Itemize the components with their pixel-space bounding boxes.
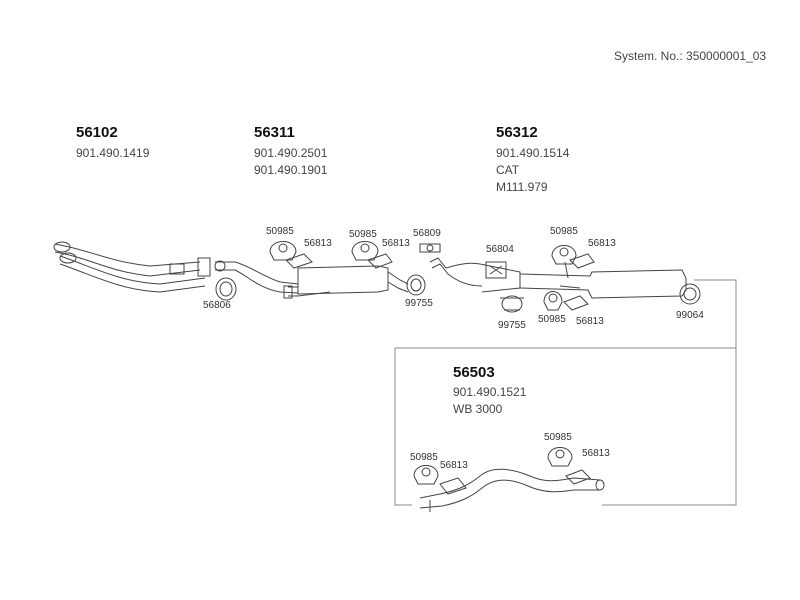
- note-cat: CAT: [496, 163, 520, 177]
- label-56813-b: 56813: [382, 238, 410, 249]
- front-pipe-56102: [53, 241, 211, 293]
- label-50985-b: 50985: [349, 229, 377, 240]
- bracket-56813-b: [367, 253, 393, 269]
- label-56813-e: 56813: [440, 460, 468, 471]
- oem-number-56102-a: 901.490.1419: [76, 146, 150, 160]
- hanger-50985-e: [413, 465, 439, 485]
- connector-line-left: [394, 348, 412, 506]
- label-56809: 56809: [413, 228, 441, 239]
- hanger-50985-a: [269, 241, 297, 261]
- hanger-50985-c: [551, 245, 577, 265]
- hanger-50985-d: [543, 291, 563, 311]
- catalyst-56312: [429, 257, 521, 293]
- rear-silencer: [519, 261, 687, 299]
- part-number-56311: 56311: [254, 124, 295, 141]
- gasket-56806: [215, 277, 237, 301]
- clamp-99755-a: [406, 274, 426, 296]
- part-number-56312: 56312: [496, 124, 538, 141]
- label-50985-f: 50985: [544, 432, 572, 443]
- label-56804: 56804: [486, 244, 514, 255]
- label-99064: 99064: [676, 310, 704, 321]
- label-56813-d: 56813: [576, 316, 604, 327]
- bracket-56813-f: [565, 469, 591, 485]
- bracket-56813-c: [569, 253, 595, 269]
- hanger-50985-b: [351, 241, 379, 261]
- bracket-56813-d: [563, 295, 589, 311]
- label-50985-c: 50985: [550, 226, 578, 237]
- bracket-56813-e: [439, 477, 467, 495]
- tail-pipe-56503: [419, 468, 605, 512]
- label-56813-a: 56813: [304, 238, 332, 249]
- part-number-56102: 56102: [76, 124, 118, 141]
- label-50985-d: 50985: [538, 314, 566, 325]
- gasket-56809: [419, 243, 441, 253]
- label-50985-e: 50985: [410, 452, 438, 463]
- label-56813-f: 56813: [582, 448, 610, 459]
- note-wheelbase: WB 3000: [453, 402, 503, 416]
- label-99755-b: 99755: [498, 320, 526, 331]
- oem-number-56503-a: 901.490.1521: [453, 385, 527, 399]
- system-number: System. No.: 350000001_03: [614, 49, 767, 63]
- label-50985-a: 50985: [266, 226, 294, 237]
- label-56813-c: 56813: [588, 238, 616, 249]
- oem-number-56311-b: 901.490.1901: [254, 163, 328, 177]
- bracket-56813-a: [285, 253, 313, 269]
- oem-number-56312-a: 901.490.1514: [496, 146, 570, 160]
- clamp-99755-b: [500, 295, 524, 313]
- connector-line: [602, 279, 737, 506]
- part-number-56503: 56503: [453, 364, 495, 381]
- oem-number-56311-a: 901.490.2501: [254, 146, 328, 160]
- hanger-50985-f: [547, 447, 573, 467]
- label-56806: 56806: [203, 300, 231, 311]
- label-99755-a: 99755: [405, 298, 433, 309]
- note-engine: M111.979: [496, 180, 548, 194]
- middle-silencer-56311: [214, 260, 409, 299]
- clamp-99064: [679, 283, 701, 305]
